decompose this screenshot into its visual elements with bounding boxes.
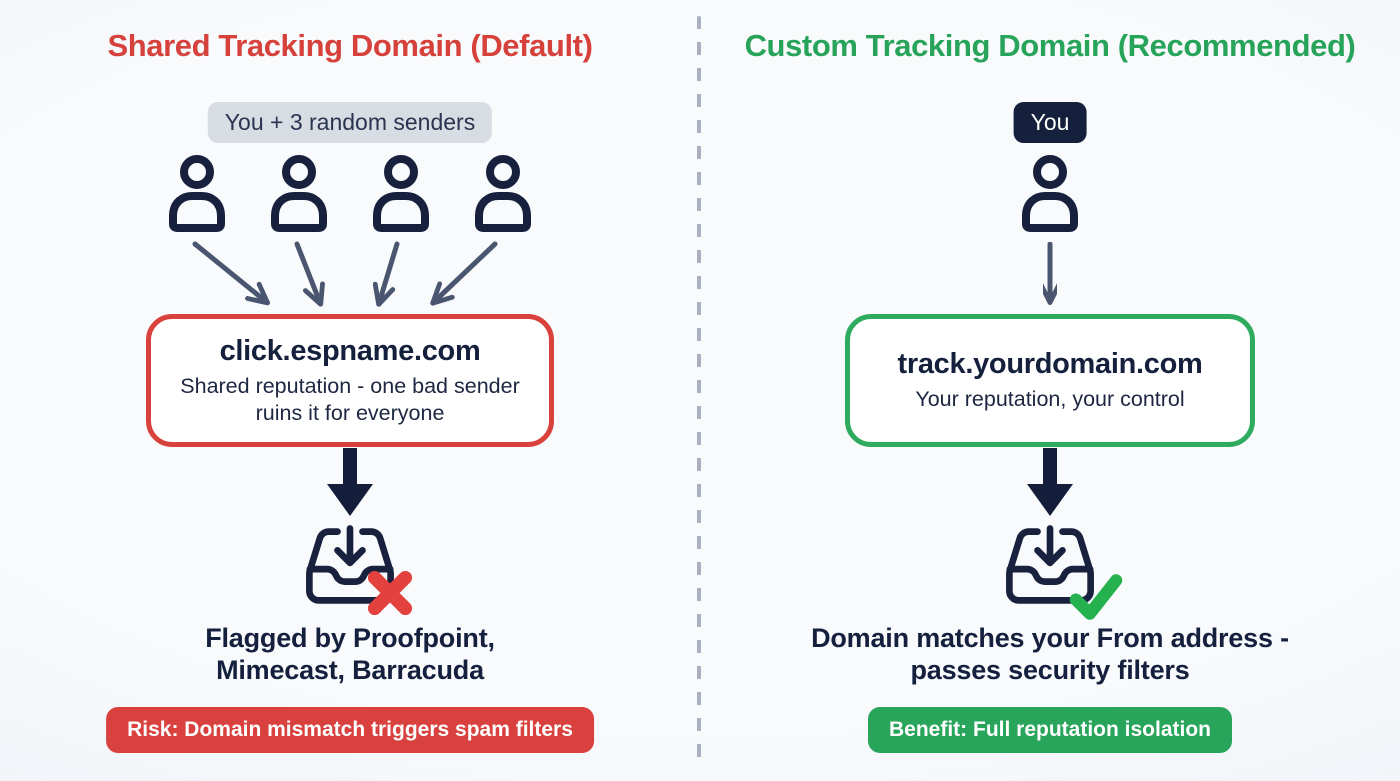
dashed-vertical-divider xyxy=(697,16,701,766)
bold-down-arrow-icon xyxy=(327,448,373,516)
outcome-text-shared: Flagged by Proofpoint, Mimecast, Barracu… xyxy=(205,623,495,686)
down-arrow-icon xyxy=(1043,242,1057,312)
benefit-badge: Benefit: Full reputation isolation xyxy=(868,707,1232,753)
user-icon xyxy=(373,155,429,232)
x-mark-icon xyxy=(367,570,413,616)
check-icon xyxy=(1069,574,1123,620)
user-icon xyxy=(475,155,531,232)
panel-title-custom: Custom Tracking Domain (Recommended) xyxy=(744,28,1356,63)
user-icon xyxy=(1022,155,1078,232)
risk-badge: Risk: Domain mismatch triggers spam filt… xyxy=(106,707,594,753)
shared-domain-name: click.espname.com xyxy=(219,335,481,368)
custom-domain-caption: Your reputation, your control xyxy=(915,387,1185,412)
sender-icons-row xyxy=(163,154,537,236)
domain-box-shared: click.espname.com Shared reputation - on… xyxy=(146,314,554,447)
panel-title-shared: Shared Tracking Domain (Default) xyxy=(107,28,593,63)
custom-domain-name: track.yourdomain.com xyxy=(897,348,1203,381)
outcome-text-custom: Domain matches your From address - passe… xyxy=(811,623,1289,686)
panel-shared-domain: Shared Tracking Domain (Default) You + 3… xyxy=(106,28,594,753)
senders-chip: You + 3 random senders xyxy=(207,102,493,143)
user-icon xyxy=(169,155,225,232)
panel-custom-domain: Custom Tracking Domain (Recommended) You… xyxy=(700,0,1400,781)
you-chip: You xyxy=(1013,102,1087,143)
bold-down-arrow-icon xyxy=(1027,448,1073,516)
shared-domain-caption: Shared reputation - one bad sender ruins… xyxy=(180,374,520,425)
sender-icons-row xyxy=(1015,154,1085,236)
user-icon xyxy=(271,155,327,232)
domain-box-custom: track.yourdomain.com Your reputation, yo… xyxy=(845,314,1255,447)
converging-arrows-icon xyxy=(192,241,498,312)
